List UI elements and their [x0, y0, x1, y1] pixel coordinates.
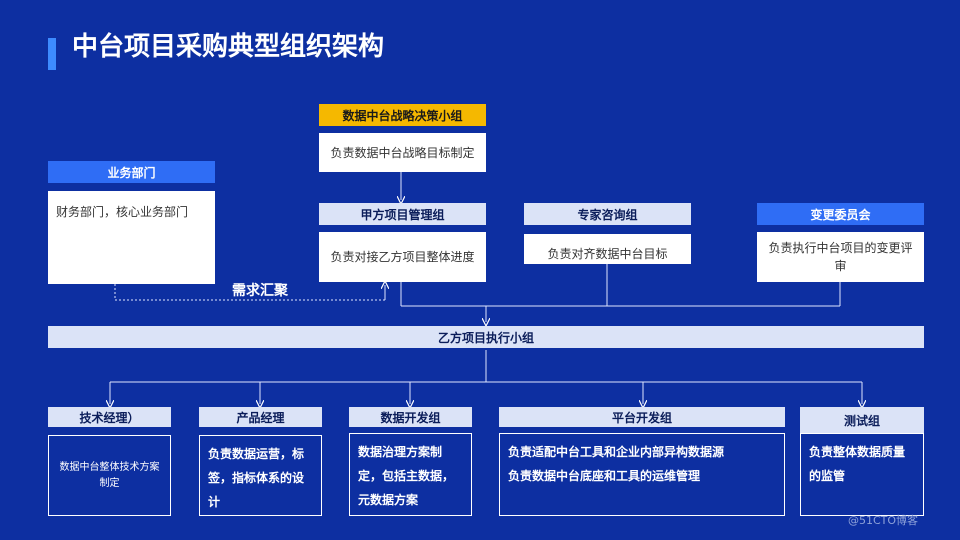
tech-manager-header: 技术经理）: [48, 407, 171, 427]
data-dev-header: 数据开发组: [349, 407, 472, 427]
product-manager-body: 负责数据运营，标签，指标体系的设计: [199, 435, 322, 516]
pm-group-body: 负责对接乙方项目整体进度: [319, 232, 486, 282]
expert-group-header: 专家咨询组: [524, 203, 691, 225]
exec-group-header: 乙方项目执行小组: [48, 326, 924, 348]
platform-dev-header: 平台开发组: [499, 407, 785, 427]
change-committee-body: 负责执行中台项目的变更评审: [757, 232, 924, 282]
business-dept-body: 财务部门，核心业务部门: [48, 191, 215, 284]
platform-dev-line2: 负责数据中台底座和工具的运维管理: [508, 469, 701, 483]
title-accent-bar: [48, 38, 56, 70]
change-committee-header: 变更委员会: [757, 203, 924, 225]
business-dept-header: 业务部门: [48, 161, 215, 183]
platform-dev-line1: 负责适配中台工具和企业内部异构数据源: [508, 445, 725, 459]
demand-aggregation-label: 需求汇聚: [232, 283, 288, 299]
test-group-header: 测试组: [800, 407, 924, 433]
tech-manager-body: 数据中台整体技术方案制定: [48, 435, 171, 516]
watermark: @51CTO博客: [848, 514, 919, 527]
strategy-group-header: 数据中台战略决策小组: [319, 104, 486, 126]
data-dev-body: 数据治理方案制定，包括主数据，元数据方案: [349, 433, 472, 516]
page-title: 中台项目采购典型组织架构: [72, 32, 385, 62]
test-group-body: 负责整体数据质量的监管: [800, 433, 924, 516]
expert-group-body: 负责对齐数据中台目标: [524, 234, 691, 264]
product-manager-header: 产品经理: [199, 407, 322, 427]
pm-group-header: 甲方项目管理组: [319, 203, 486, 225]
platform-dev-body: 负责适配中台工具和企业内部异构数据源 负责数据中台底座和工具的运维管理: [499, 433, 785, 516]
strategy-group-body: 负责数据中台战略目标制定: [319, 133, 486, 172]
